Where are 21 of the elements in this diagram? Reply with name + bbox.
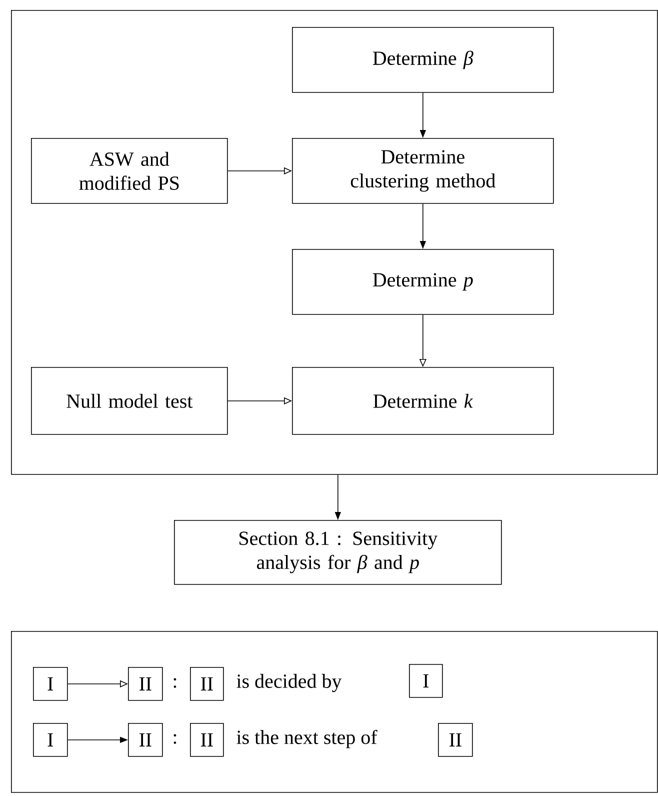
legend-text: : [174, 734, 176, 744]
legend-box: I [33, 667, 68, 701]
legend-box: II [128, 723, 163, 757]
legend-box: I [33, 723, 68, 757]
process-box: Determine p [292, 249, 554, 315]
legend-box: I [409, 664, 443, 698]
section-box: Section 8.1 : Sensitivity analysis for β and p [174, 520, 502, 585]
legend-box: II [190, 667, 224, 701]
process-box: Determine β [292, 27, 554, 93]
input-box: ASW and modified PS [31, 138, 228, 204]
process-box: Determine k [292, 367, 554, 435]
legend-box: II [438, 723, 473, 757]
legend-text: is the next step of [236, 730, 378, 748]
legend-box: II [128, 667, 163, 701]
legend-frame [11, 631, 658, 793]
frame [11, 10, 658, 475]
process-box: Determine clustering method [292, 138, 554, 204]
legend-text: : [174, 678, 176, 688]
legend-box: II [190, 723, 224, 757]
legend-text: is decided by [236, 674, 342, 692]
input-box: Null model test [31, 367, 228, 435]
